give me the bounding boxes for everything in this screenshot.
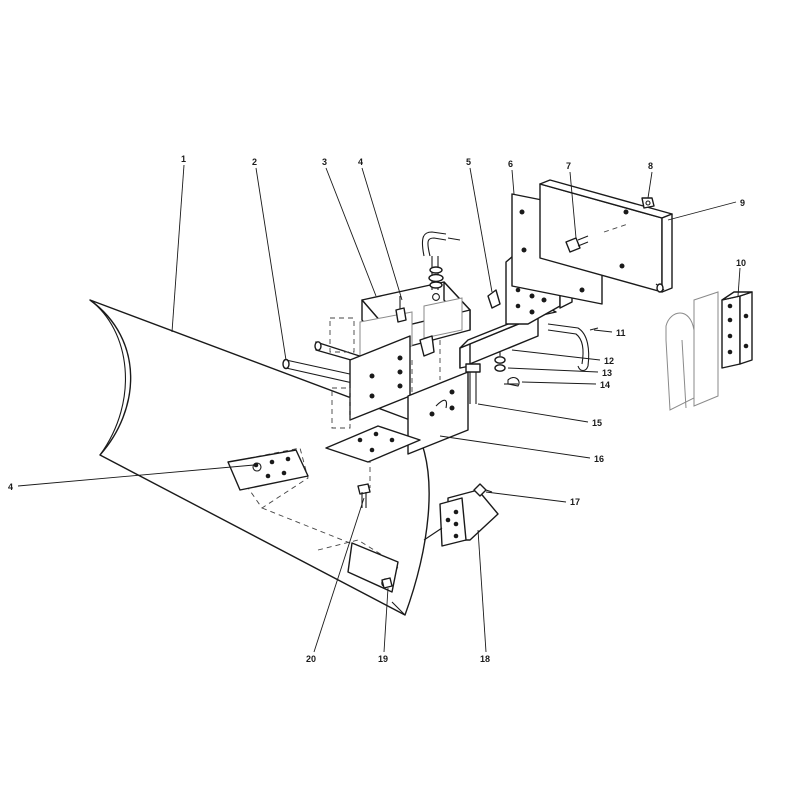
callout-13: 13 — [602, 368, 612, 378]
callout-12: 12 — [604, 356, 614, 366]
callout-4-upper: 4 — [358, 157, 363, 167]
callout-14: 14 — [600, 380, 610, 390]
frame-bracket — [539, 179, 673, 293]
callout-6: 6 — [508, 159, 513, 169]
hitch-pin — [504, 377, 520, 387]
callout-18: 18 — [480, 654, 490, 664]
callout-5: 5 — [466, 157, 471, 167]
callout-8: 8 — [648, 161, 653, 171]
callout-15: 15 — [592, 418, 602, 428]
upper-hardware-stack — [419, 231, 461, 357]
callout-3: 3 — [322, 157, 327, 167]
pivot-bracket-upper — [329, 317, 411, 429]
callout-10: 10 — [736, 258, 746, 268]
skid-shoe — [423, 489, 499, 547]
callout-9: 9 — [740, 198, 745, 208]
pivot-bracket-lower — [407, 340, 469, 455]
hex-nut — [641, 197, 655, 209]
callout-17: 17 — [570, 497, 580, 507]
callout-16: 16 — [594, 454, 604, 464]
carriage-bolt — [565, 235, 589, 253]
tractor-frame-ghost — [665, 291, 719, 411]
side-bracket — [721, 291, 753, 369]
lower-nut — [381, 577, 393, 589]
blade-bracket-plate — [227, 449, 309, 491]
callout-19: 19 — [378, 654, 388, 664]
washer-stack — [494, 352, 506, 372]
callout-1: 1 — [181, 154, 186, 164]
long-bolt — [465, 363, 481, 404]
pivot-base-plate — [325, 425, 421, 463]
clamp-channel — [359, 281, 471, 357]
callout-2: 2 — [252, 157, 257, 167]
callout-4-lower: 4 — [8, 482, 13, 492]
callout-20: 20 — [306, 654, 316, 664]
leader-lines — [17, 164, 741, 653]
lift-rod — [547, 323, 599, 372]
skid-bolt — [473, 483, 493, 497]
callout-7: 7 — [566, 161, 571, 171]
callout-11: 11 — [616, 328, 626, 338]
callout-labels: 1 2 3 4 4 5 6 7 8 9 10 11 12 13 14 15 16… — [8, 154, 746, 664]
